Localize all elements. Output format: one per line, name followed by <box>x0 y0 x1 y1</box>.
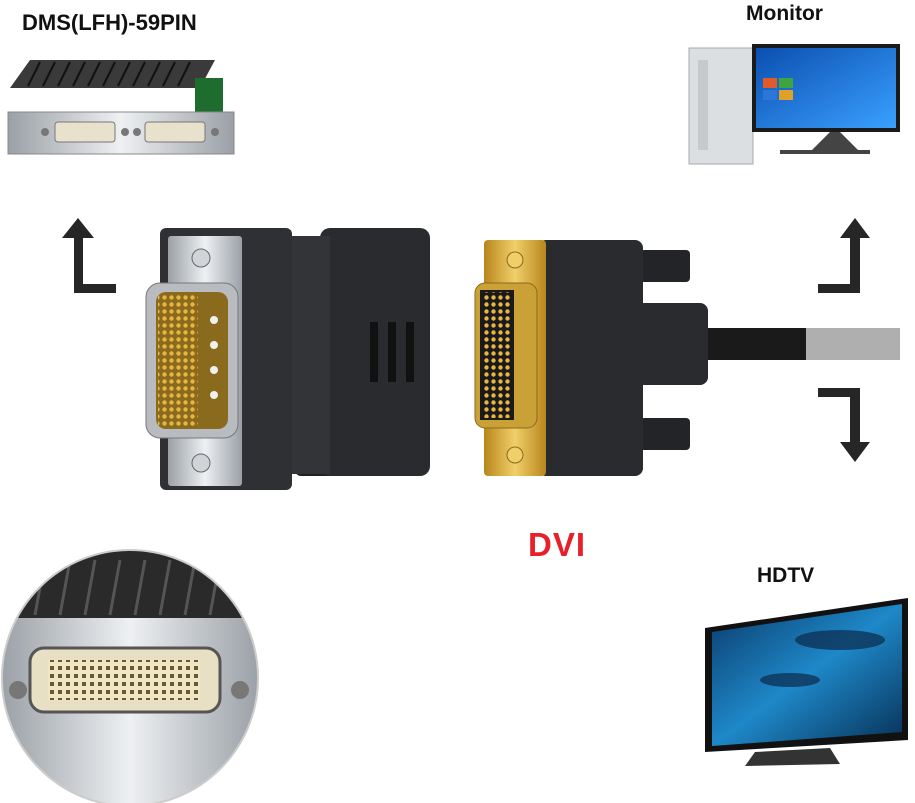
connector-label: DVI <box>528 526 587 563</box>
desktop-monitor-icon <box>688 44 900 165</box>
arrow-down-icon <box>818 388 870 462</box>
adapter-image <box>145 228 430 490</box>
monitor-label: Monitor <box>746 2 823 25</box>
arrow-up-icon <box>62 218 116 293</box>
graphics-card-icon <box>7 60 235 155</box>
dvi-cable-image <box>474 240 900 476</box>
hdtv-label: HDTV <box>757 564 815 587</box>
arrow-up-icon <box>818 218 870 293</box>
source-label: DMS(LFH)-59PIN <box>22 10 197 35</box>
hdtv-icon <box>705 598 908 766</box>
port-closeup-image <box>1 549 259 803</box>
